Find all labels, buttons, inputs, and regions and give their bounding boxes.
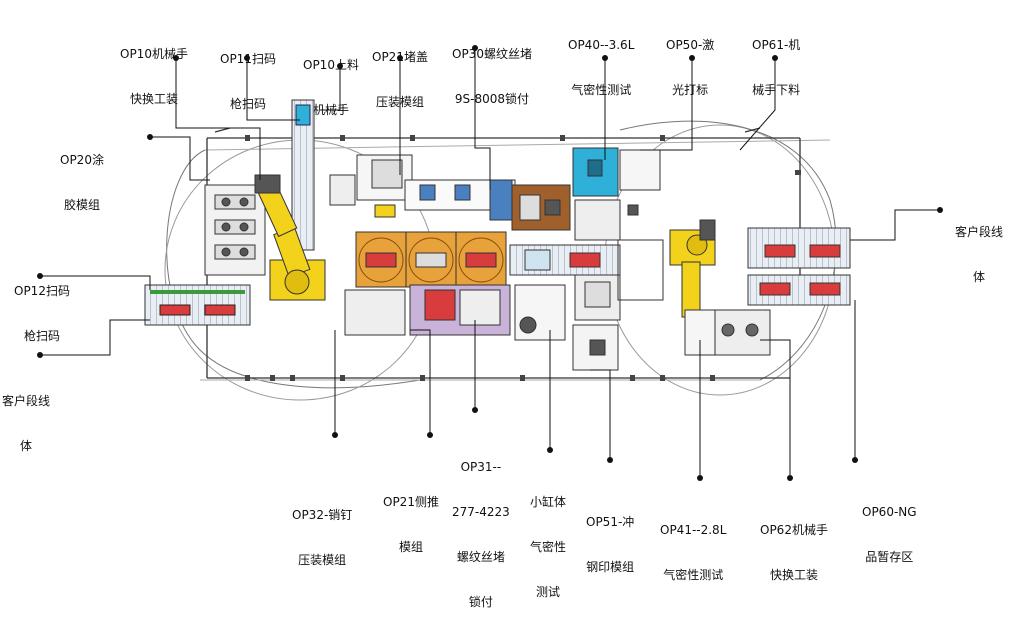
label-line: OP61-机 (752, 38, 801, 52)
label-op61-unload: OP61-机 械手下料 (752, 8, 800, 113)
op62-station (714, 309, 771, 356)
label-op10-load: OP10上料 机械手 (303, 28, 359, 133)
label-line: 光打标 (672, 83, 709, 97)
op20-rack (204, 184, 266, 276)
label-op11-scan: OP11扫码 枪扫码 (220, 22, 276, 127)
label-line: 压装模组 (298, 553, 347, 567)
line-layout-drawing (37, 45, 943, 481)
label-op30-screw: OP30螺纹丝堵 9S-8008锁付 (452, 17, 532, 122)
label-line: OP31-- (460, 460, 502, 474)
safety-fence-outline (164, 120, 837, 401)
label-op21-side: OP21侧推 模组 (383, 465, 439, 570)
main-conveyor (509, 244, 621, 276)
label-op60-ng: OP60-NG 品暂存区 (862, 475, 917, 580)
label-op40-air: OP40--3.6L 气密性测试 (568, 8, 634, 113)
label-op50-laser: OP50-激 光打标 (666, 8, 714, 113)
label-line: 品暂存区 (865, 550, 914, 564)
label-line: 体 (20, 439, 33, 453)
label-line: 螺纹丝堵 (456, 550, 505, 564)
label-line: OP20涂 (60, 153, 104, 167)
rail-posts (245, 135, 801, 381)
label-line: OP51-冲 (586, 515, 635, 529)
label-line: OP32-销钉 (292, 508, 353, 522)
label-op20-glue: OP20涂 胶模组 (60, 123, 104, 228)
label-line: 快换工装 (129, 92, 178, 106)
label-op31-screw: OP31-- 277-4223 螺纹丝堵 锁付 (452, 430, 510, 625)
label-line: 气密性 (530, 540, 567, 554)
label-line: 压装模组 (375, 95, 424, 109)
label-op21-cap: OP21堵盖 压装模组 (372, 20, 428, 125)
label-line: OP11扫码 (220, 52, 276, 66)
label-op41-air: OP41--2.8L 气密性测试 (660, 493, 726, 598)
callout-leaders (40, 48, 940, 478)
label-line: OP40--3.6L (568, 38, 635, 52)
label-line: OP21堵盖 (372, 50, 428, 64)
robot-op61 (669, 219, 716, 356)
label-line: OP21侧推 (383, 495, 439, 509)
label-line: OP12扫码 (14, 284, 70, 298)
label-line: 9S-8008锁付 (454, 92, 530, 106)
label-line: 客户段线 (955, 225, 1004, 239)
label-line: OP10机械手 (120, 47, 188, 61)
label-op62-tool: OP62机械手 快换工装 (760, 493, 828, 598)
customer-conveyor-left (144, 284, 251, 326)
label-line: 小缸体 (530, 495, 567, 509)
label-line: OP10上料 (303, 58, 359, 72)
label-line: 模组 (398, 540, 423, 554)
label-op12-scan: OP12扫码 枪扫码 (14, 254, 70, 359)
label-line: 枪扫码 (23, 329, 60, 343)
op21-press-module (329, 154, 516, 336)
label-line: 客户段线 (2, 394, 51, 408)
label-line: OP30螺纹丝堵 (452, 47, 532, 61)
label-line: 快换工装 (769, 568, 818, 582)
lower-modules (409, 239, 664, 371)
label-line: 胶模组 (63, 198, 100, 212)
label-customer-left: 客户段线 体 (2, 364, 50, 469)
label-line: 锁付 (468, 595, 493, 609)
rotary-fixtures (355, 231, 507, 288)
callout-dots (37, 45, 943, 481)
label-line: 277-4223 (452, 505, 510, 519)
label-line: 械手下料 (752, 83, 801, 97)
label-line: 测试 (536, 585, 561, 599)
label-line: 气密性测试 (571, 83, 632, 97)
label-line: 枪扫码 (229, 97, 266, 111)
label-customer-right: 客户段线 体 (955, 195, 1003, 300)
layout-diagram: OP10机械手 快换工装 OP11扫码 枪扫码 OP10上料 机械手 OP21堵… (2, 8, 1003, 609)
customer-conveyor-right (747, 227, 851, 306)
label-line: 体 (973, 270, 986, 284)
op30-screw-station (489, 179, 571, 231)
label-small-cylinder: 小缸体 气密性 测试 (530, 465, 566, 615)
label-line: 机械手 (312, 103, 349, 117)
label-line: 钢印模组 (586, 560, 635, 574)
label-op51-stamp: OP51-冲 钢印模组 (586, 485, 634, 590)
label-op10-tool: OP10机械手 快换工装 (120, 17, 188, 122)
label-line: OP50-激 (666, 38, 715, 52)
label-line: 气密性测试 (663, 568, 724, 582)
op40-air-test (572, 147, 661, 241)
label-line: OP60-NG (862, 505, 917, 519)
robot-op10 (254, 174, 326, 301)
